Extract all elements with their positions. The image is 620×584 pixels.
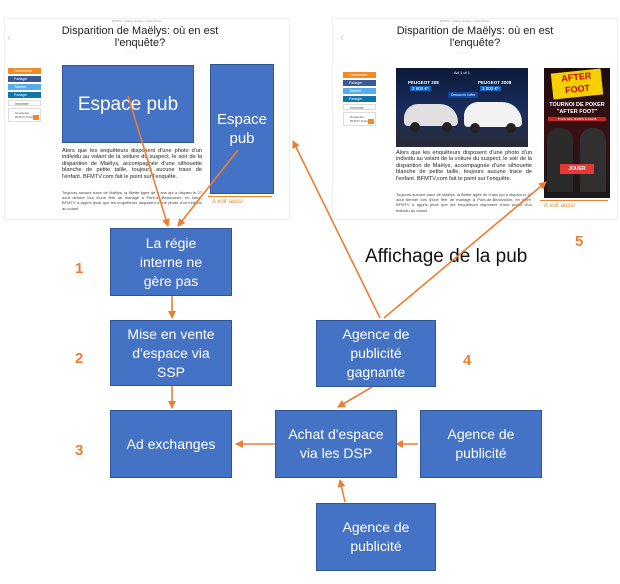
arrow-agence-bottom-to-dsp [337,479,346,503]
newsletter-submit-button[interactable] [33,115,39,120]
box-regie-label: La régie interne ne gère pas [139,234,203,289]
step-number-2: 2 [75,350,84,367]
right-back-chevron-icon[interactable]: ‹ [340,30,344,44]
comment-button[interactable]: Commenter [343,72,376,78]
car2-wheel [470,123,480,133]
box-agence-bottom: Agence de publicité [316,503,436,571]
car1-wheel [442,122,452,132]
breadcrumb-item[interactable]: BFMTV [440,19,451,23]
left-article-paragraph: Alors que les enquêteurs disposent d'une… [62,148,202,180]
twitter-share-button[interactable]: Tweeter [8,84,41,90]
ad-side-line3: TOUS LES JEUDIS À 22H45 [548,117,606,121]
arrow-gagnante-to-banner [292,140,381,319]
left-share-bar: Commenter Partager Tweeter Partager Impr… [8,68,41,122]
box-ad-exchanges: Ad exchanges [110,410,232,478]
right-article-paragraph-2: Toujours aucune trace de Maëlys. la fill… [396,192,532,213]
box-achat-dsp: Achat d'espace via les DSP [275,410,397,478]
breadcrumb-item[interactable]: Faits Divers [146,19,162,23]
right-share-bar: Commenter Partager Tweeter Partager Impr… [343,72,376,126]
left-article-title: Disparition de Maëlys: où en est l'enquê… [61,25,219,49]
facebook-share-button[interactable]: Partager [343,80,376,86]
left-back-chevron-icon[interactable]: ‹ [7,30,11,44]
facebook-share-button[interactable]: Partager [8,76,41,82]
left-article-paragraph-2: Toujours aucune trace de Maëlys. la fill… [62,190,202,211]
ad-car1-name: PEUGEOT 208 [408,80,439,85]
box-mise-en-vente-label: Mise en vente d'espace via SSP [127,325,215,380]
right-a-voir-divider [540,200,608,201]
box-achat-dsp-label: Achat d'espace via les DSP [288,426,384,461]
right-a-voir-aussi-link[interactable]: A voir aussi [544,203,575,209]
peugeot-banner-ad[interactable]: Ad 1 of 1 PEUGEOT 208 2 600 €* PEUGEOT 2… [396,68,528,147]
print-button[interactable]: Imprimer [8,100,41,106]
ad-person-left [547,128,573,192]
arrow-side-to-regie [177,149,239,227]
car2-shape [464,102,522,127]
ad-side-line1: TOURNOI DE POKER [549,102,605,108]
right-breadcrumb: BFMTV › Police-Justice › Faits Divers [440,19,490,23]
linkedin-share-button[interactable]: Partager [343,96,376,102]
box-ad-exchanges-label: Ad exchanges [126,435,216,452]
breadcrumb-item[interactable]: Police-Justice [452,19,472,23]
espace-pub-main-label: Espace pub [77,93,179,115]
box-agence-gagnante: Agence de publicité gagnante [316,320,436,387]
ad-car2-name: PEUGEOT 2008 [478,80,512,85]
espace-pub-main: Espace pub [62,65,194,143]
breadcrumb-item[interactable]: BFMTV [112,19,123,23]
box-agence-right: Agence de publicité [420,410,542,478]
espace-pub-side-label: Espace pub [216,111,268,147]
breadcrumb-item[interactable]: Police-Justice [124,19,144,23]
step-number-3: 3 [75,442,84,459]
newsletter-submit-button[interactable] [368,119,374,124]
ad-side-line2: "AFTER FOOT" [556,109,598,115]
newsletter-box[interactable]: Newsletter BFMTV Police [343,112,376,126]
step-number-5: 5 [575,233,584,250]
newsletter-label: Newsletter BFMTV Police [350,115,370,123]
affichage-label: Affichage de la pub [365,246,528,267]
left-byline: — — — — [124,51,137,54]
box-agence-bottom-label: Agence de publicité [342,519,410,554]
box-agence-gagnante-label: Agence de publicité gagnante [342,326,410,380]
arrow-pub-to-regie [127,95,170,227]
box-mise-en-vente: Mise en vente d'espace via SSP [110,320,232,386]
box-regie: La régie interne ne gère pas [110,228,232,296]
right-article-title: Disparition de Maëlys: où en est l'enquê… [396,25,554,49]
left-breadcrumb: BFMTV › Police-Justice › Faits Divers [112,19,162,23]
ad-car1-price: 2 600 €* [410,86,431,91]
breadcrumb-item[interactable]: Faits Divers [474,19,490,23]
left-a-voir-divider [208,196,272,197]
twitter-share-button[interactable]: Tweeter [343,88,376,94]
linkedin-share-button[interactable]: Partager [8,92,41,98]
comment-button[interactable]: Commenter [8,68,41,74]
ad-cta-button[interactable]: Découvrir l'offre [448,92,479,98]
print-button[interactable]: Imprimer [343,104,376,110]
box-agence-right-label: Agence de publicité [447,426,515,461]
left-a-voir-aussi-link[interactable]: A voir aussi [212,199,243,205]
ad-counter: Ad 1 of 1 [453,70,470,75]
step-number-4: 4 [463,352,472,369]
ad-play-button[interactable]: JOUER [560,164,594,174]
right-byline: — — — — [458,51,471,54]
right-article-paragraph: Alors que les enquêteurs disposent d'une… [396,150,532,182]
after-foot-side-ad[interactable]: AFTER FOOT TOURNOI DE POKER "AFTER FOOT"… [544,68,610,198]
newsletter-label: Newsletter BFMTV Police [15,111,35,119]
car1-shape [404,104,458,126]
newsletter-box[interactable]: Newsletter BFMTV Police [8,108,41,122]
step-number-1: 1 [75,260,84,277]
arrow-gagnante-to-side [383,181,547,319]
arrow-gagnante-to-dsp [337,386,373,408]
ad-person-right [580,128,606,192]
ad-car2-price: 3 000 €* [480,86,501,91]
car1-wheel [410,122,420,132]
car2-wheel [506,123,516,133]
